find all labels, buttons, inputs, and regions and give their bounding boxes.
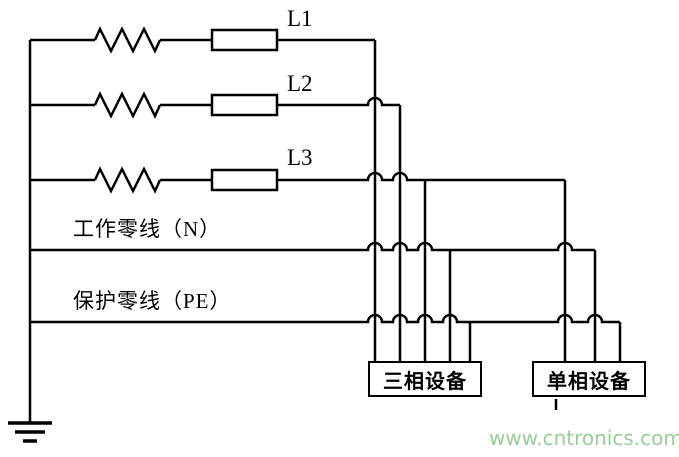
single-phase-equipment-label: 单相设备 xyxy=(547,370,631,393)
three-phase-equipment-box: 三相设备 xyxy=(368,361,482,397)
resistor-l3 xyxy=(93,166,162,194)
resistor-l1 xyxy=(93,26,162,54)
watermark-text: www.cntronics.com xyxy=(489,426,679,450)
neutral-wire xyxy=(30,241,595,252)
phase-label-l1: L1 xyxy=(287,6,313,31)
three-phase-equipment-label: 三相设备 xyxy=(383,370,467,393)
pe-wire xyxy=(30,313,620,324)
ground-symbol xyxy=(8,421,52,443)
phase-label-l3: L3 xyxy=(287,145,313,170)
resistor-l2 xyxy=(93,91,162,119)
fuse-l3 xyxy=(210,168,279,192)
pe-line-label: 保护零线（PE） xyxy=(73,289,232,313)
single-phase-equipment-box: 单相设备 xyxy=(532,361,646,397)
fuse-l1 xyxy=(210,28,279,52)
phase-l3-wire xyxy=(30,171,565,182)
fuse-l2 xyxy=(210,93,279,117)
phase-label-l2: L2 xyxy=(287,71,313,96)
neutral-line-label: 工作零线（N） xyxy=(73,217,222,241)
